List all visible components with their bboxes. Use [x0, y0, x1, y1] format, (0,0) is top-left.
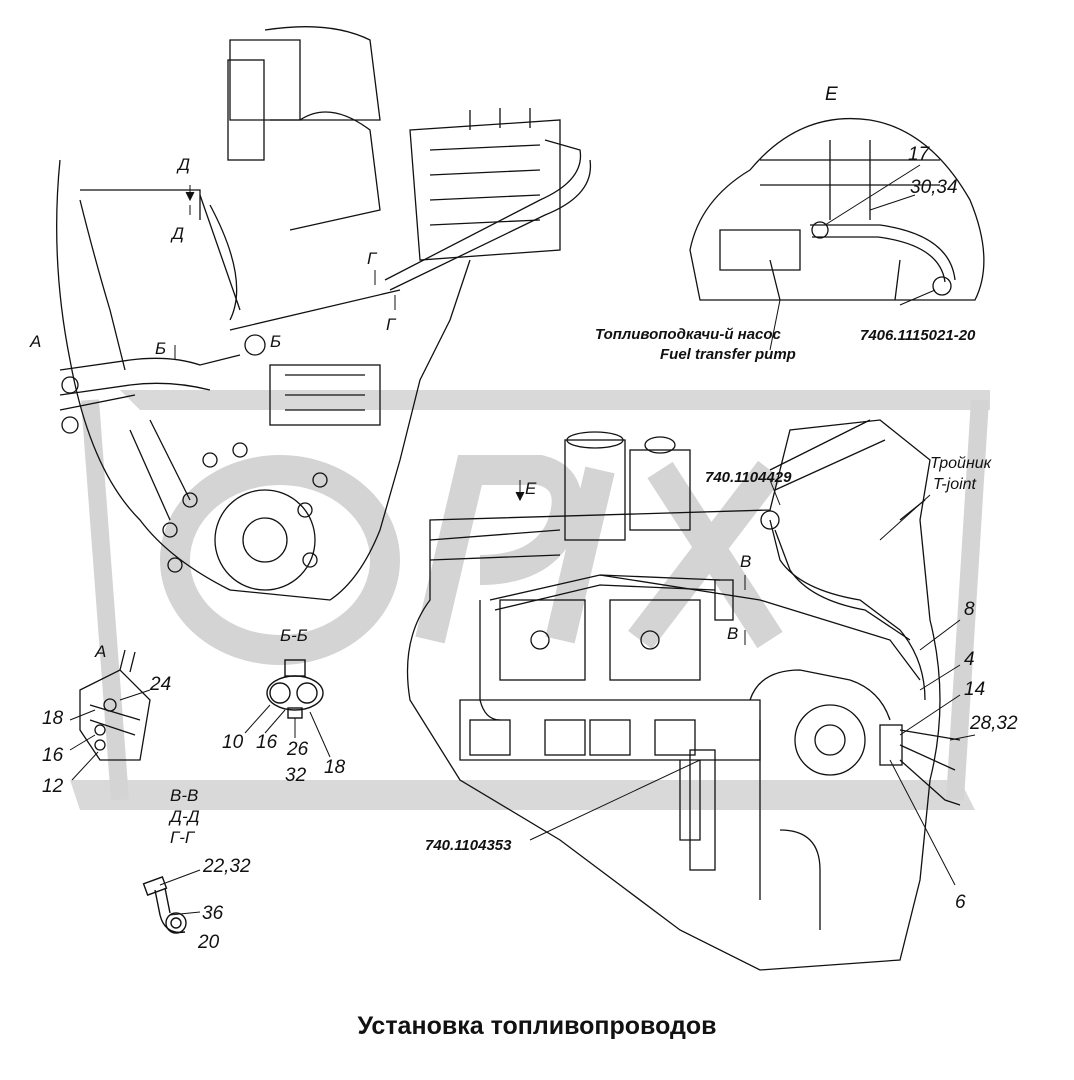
view-b-right: Б	[270, 332, 282, 351]
callout-24: 24	[150, 674, 172, 695]
section-vv-title: В-В	[170, 786, 199, 805]
callout-8: 8	[964, 599, 975, 620]
view-e-title: Е	[825, 84, 838, 105]
callout-28-32: 28,32	[970, 713, 1018, 734]
watermark-logo	[70, 390, 990, 810]
tee-label-en: T-joint	[933, 476, 976, 493]
callout-18-b: 18	[324, 757, 346, 778]
section-bb	[266, 659, 324, 719]
callout-30-34: 30,34	[910, 177, 958, 198]
callout-16-a: 16	[42, 745, 64, 766]
section-bb-title: Б-Б	[280, 626, 308, 645]
detail-a	[79, 649, 151, 761]
view-a-marker: А	[30, 332, 42, 351]
view-v-top: В	[740, 552, 752, 571]
engine-rear-view	[56, 26, 592, 601]
callout-26: 26	[287, 739, 309, 760]
callout-17: 17	[908, 144, 930, 165]
view-g-bottom: Г	[386, 315, 396, 334]
view-d-top: Д	[178, 155, 190, 174]
diagram-caption: Установка топливопроводов	[357, 1012, 717, 1040]
section-clamp	[142, 876, 187, 934]
callout-18-a: 18	[42, 708, 64, 729]
view-e-marker: Е	[525, 479, 537, 498]
callout-10: 10	[222, 732, 244, 753]
callout-22-32: 22,32	[203, 856, 251, 877]
fuel-pump-label-en: Fuel transfer pump	[660, 346, 796, 363]
fuel-pump-label-ru: Топливоподкачи-й насос	[595, 326, 781, 343]
view-v-bottom: В	[727, 624, 739, 643]
callout-14: 14	[964, 679, 986, 700]
part-740-1104353: 740.1104353	[425, 837, 512, 854]
callout-36: 36	[202, 903, 224, 924]
part-7406: 7406.1115021-20	[860, 327, 976, 344]
view-g-top: Г	[367, 249, 377, 268]
callout-4: 4	[964, 649, 975, 670]
callout-12: 12	[42, 776, 64, 797]
engine-side-view	[406, 419, 961, 971]
view-d-bottom: Д	[172, 224, 184, 243]
section-gg-title: Г-Г	[170, 828, 195, 847]
callout-32-b: 32	[285, 765, 307, 786]
detail-a-title: А	[95, 642, 107, 661]
part-740-1104429: 740.1104429	[705, 469, 792, 486]
view-e-inset	[689, 117, 985, 301]
section-dd-title: Д-Д	[170, 807, 200, 826]
callout-20: 20	[198, 932, 220, 953]
callout-6: 6	[955, 892, 966, 913]
leader-lines	[69, 164, 976, 916]
callout-16-b: 16	[256, 732, 278, 753]
tee-label-ru: Тройник	[930, 455, 992, 472]
view-b-left: Б	[155, 339, 167, 358]
section-arrows	[174, 185, 746, 645]
